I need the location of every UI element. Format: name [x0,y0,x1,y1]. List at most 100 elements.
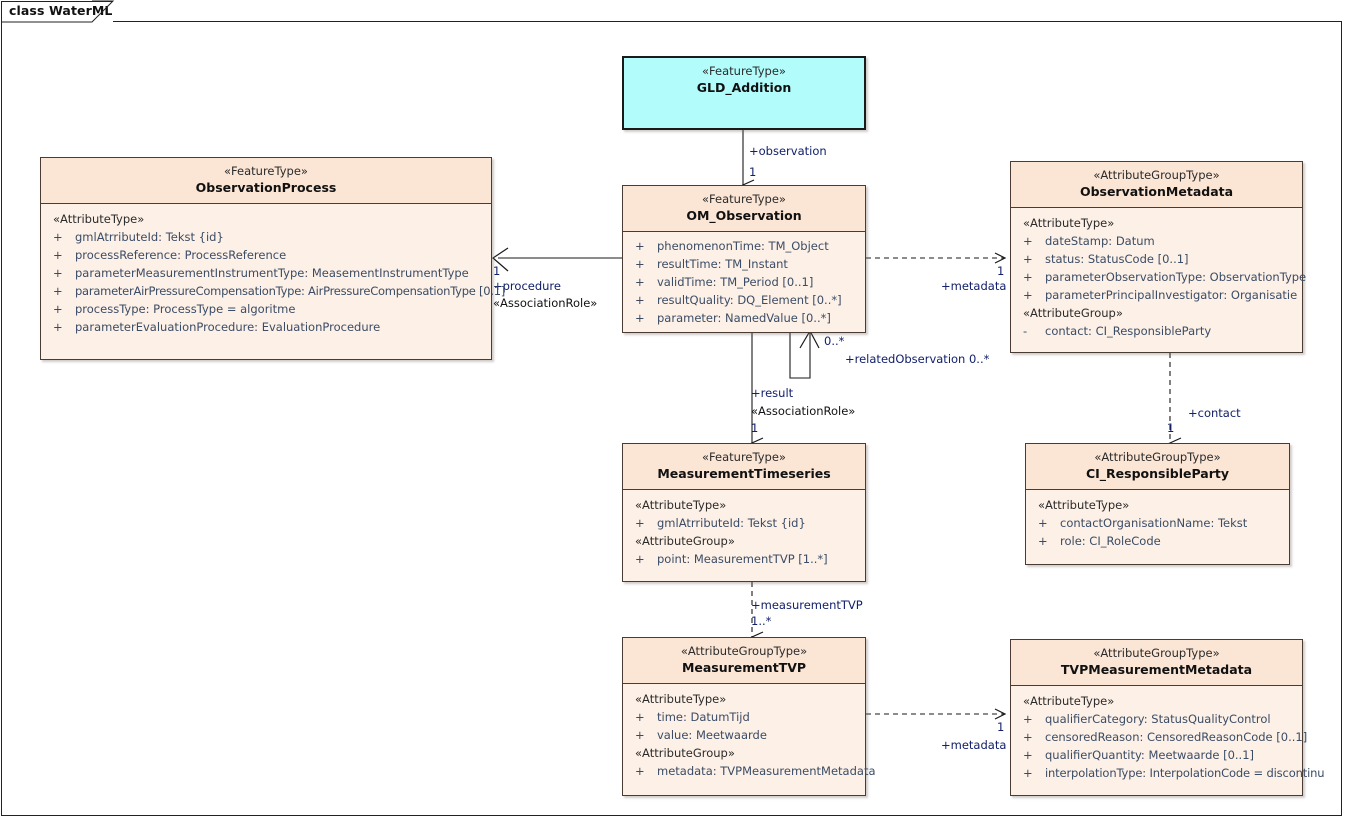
attribute-row: + gmlAtrributeId: Tekst {id} [41,228,491,246]
class-observation-metadata[interactable]: «AttributeGroupType» ObservationMetadata… [1010,161,1306,353]
connector-label-result-role: +result [751,386,794,400]
attribute-group-label: «AttributeType» [53,212,145,226]
attribute-row: +metadata: TVPMeasurementMetadata [623,762,876,780]
class-header-observation-process: «FeatureType» ObservationProcess [41,158,491,204]
attr-visibility: + [1023,252,1033,266]
attribute-row: -contact: CI_ResponsibleParty [1011,322,1302,340]
attribute-row: +resultTime: TM_Instant [623,255,865,273]
attribute-row: +parameterAirPressureCompensationType: A… [41,282,505,300]
class-body-measurement-timeseries: «AttributeType» +gmlAtrributeId: Tekst {… [623,490,865,575]
connector-label-metadata-tvp-mult: 1 [997,720,1005,734]
attr-visibility: + [635,516,645,530]
attr-text: qualifierCategory: StatusQualityControl [1045,712,1271,726]
attr-visibility: + [53,302,63,316]
class-name: TVPMeasurementMetadata [1060,662,1253,677]
attribute-row: +parameter: NamedValue [0..*] [623,309,865,327]
connector-label-procedure-stereotype: «AssociationRole» [493,296,598,310]
attr-visibility: + [1023,730,1033,744]
class-gld-addition[interactable]: «FeatureType» GLD_Addition [622,56,866,130]
class-ci-responsible-party[interactable]: «AttributeGroupType» CI_ResponsibleParty… [1025,443,1290,565]
attr-visibility: + [1023,234,1033,248]
attr-visibility: + [635,552,645,566]
connector-label-measurementtvp-role: +measurementTVP [751,598,863,612]
attribute-row: +parameterObservationType: ObservationTy… [1011,268,1306,286]
connector-label-metadata-observation-role: +metadata [941,279,1007,293]
class-body-measurement-tvp: «AttributeType» +time: DatumTijd +value:… [623,684,876,787]
class-om-observation[interactable]: «FeatureType» OM_Observation + phenomenon… [622,185,866,333]
attr-visibility: + [1038,516,1048,530]
attribute-row: +time: DatumTijd [623,708,865,726]
attribute-row: +role: CI_RoleCode [1026,532,1289,550]
class-measurement-tvp[interactable]: «AttributeGroupType» MeasurementTVP «Att… [622,637,876,796]
class-name: MeasurementTVP [681,660,807,675]
class-stereotype: «FeatureType» [702,450,786,464]
attr-visibility: + [1038,534,1048,548]
diagram-title: class WaterML [9,3,113,18]
attr-text: processReference: ProcessReference [75,248,287,262]
class-name: MeasurementTimeseries [657,466,831,481]
attr-visibility: + [635,275,645,289]
attr-text: resultQuality: DQ_Element [0..*] [657,293,842,307]
attribute-group-label: «AttributeType» [635,692,727,706]
attribute-row: +parameterMeasurementInstrumentType: Mea… [41,264,491,282]
attr-text: qualifierQuantity: Meetwaarde [0..1] [1045,748,1255,762]
attr-text: interpolationType: InterpolationCode = d… [1045,766,1325,780]
attribute-row: + status: StatusCode [0..1] [1011,250,1302,268]
attribute-row: +gmlAtrributeId: Tekst {id} [623,514,865,532]
class-body-om-observation: +phenomenonTime: TM_Object +resultTime: … [623,232,865,334]
class-header-gld-addition: «FeatureType» GLD_Addition [624,58,864,103]
attribute-row: +point: MeasurementTVP [1..*] [623,550,865,568]
attribute-group-label: «AttributeType» [635,498,727,512]
class-tvp-measurement-metadata[interactable]: «AttributeGroupType» TVPMeasurementMetad… [1010,639,1325,796]
class-stereotype: «FeatureType» [702,192,786,206]
attr-visibility: + [1023,766,1033,780]
class-body-tvp-measurement-metadata: «AttributeType» + qualifierCategory: Stat… [1011,686,1325,789]
attribute-group-label: «AttributeType» [1023,216,1115,230]
attribute-group-label: «AttributeType» [1038,498,1130,512]
class-name: ObservationProcess [195,180,337,195]
class-body-observation-process: «AttributeType» + gmlAtrributeId: Tekst {… [41,204,505,343]
connector-label-observation-role: +observation [749,144,827,158]
attribute-row: + parameterPrincipalInvestigator: Organis… [1011,286,1302,304]
class-name: ObservationMetadata [1079,184,1234,199]
class-stereotype: «AttributeGroupType» [1094,450,1221,464]
attribute-group-label: «AttributeGroup» [1023,306,1123,320]
class-header-measurement-timeseries: «FeatureType» MeasurementTimeseries [623,444,865,490]
connector-label-observation-mult: 1 [749,165,757,179]
attr-text: dateStamp: Datum [1045,234,1155,248]
connector-label-metadata-observation-mult: 1 [997,264,1005,278]
attr-text: parameterPrincipalInvestigator: Organisa… [1045,288,1298,302]
class-header-measurement-tvp: «AttributeGroupType» MeasurementTVP [623,638,865,684]
connector-label-related-observation-mult: 0..* [824,334,845,348]
connector-label-procedure-mult: 1 [493,264,501,278]
attr-visibility: + [635,293,645,307]
attr-text: gmlAtrributeId: Tekst {id} [75,230,224,244]
attr-visibility: + [53,248,63,262]
class-name: GLD_Addition [696,80,792,95]
connector-label-result-mult: 1 [751,421,759,435]
connector-label-related-observation-role: +relatedObservation 0..* [845,352,990,366]
attr-text: status: StatusCode [0..1] [1045,252,1189,266]
class-measurement-timeseries[interactable]: «FeatureType» MeasurementTimeseries «Att… [622,443,866,582]
class-header-tvp-measurement-metadata: «AttributeGroupType» TVPMeasurementMetad… [1011,640,1302,686]
attr-text: phenomenonTime: TM_Object [657,239,829,253]
attribute-group-label: «AttributeType» [1023,694,1115,708]
attr-text: resultTime: TM_Instant [657,257,788,271]
attr-visibility: + [1023,748,1033,762]
attribute-row: + qualifierQuantity: Meetwaarde [0..1] [1011,746,1302,764]
class-stereotype: «AttributeGroupType» [1093,646,1220,660]
class-body-observation-metadata: «AttributeType» + dateStamp: Datum + statu… [1011,208,1306,347]
attr-text: contact: CI_ResponsibleParty [1045,324,1212,338]
attribute-row: + processReference: ProcessReference [41,246,491,264]
attribute-row: +processType: ProcessType = algoritme [41,300,491,318]
attr-text: time: DatumTijd [657,710,750,724]
class-observation-process[interactable]: «FeatureType» ObservationProcess «Attrib… [40,157,505,360]
attr-visibility: + [53,230,63,244]
attr-visibility: + [1023,288,1033,302]
attr-text: metadata: TVPMeasurementMetadata [657,764,876,778]
attr-visibility: + [1023,712,1033,726]
connector-label-procedure-role: +procedure [493,279,561,293]
class-header-om-observation: «FeatureType» OM_Observation [623,186,865,232]
class-stereotype: «FeatureType» [702,64,786,78]
